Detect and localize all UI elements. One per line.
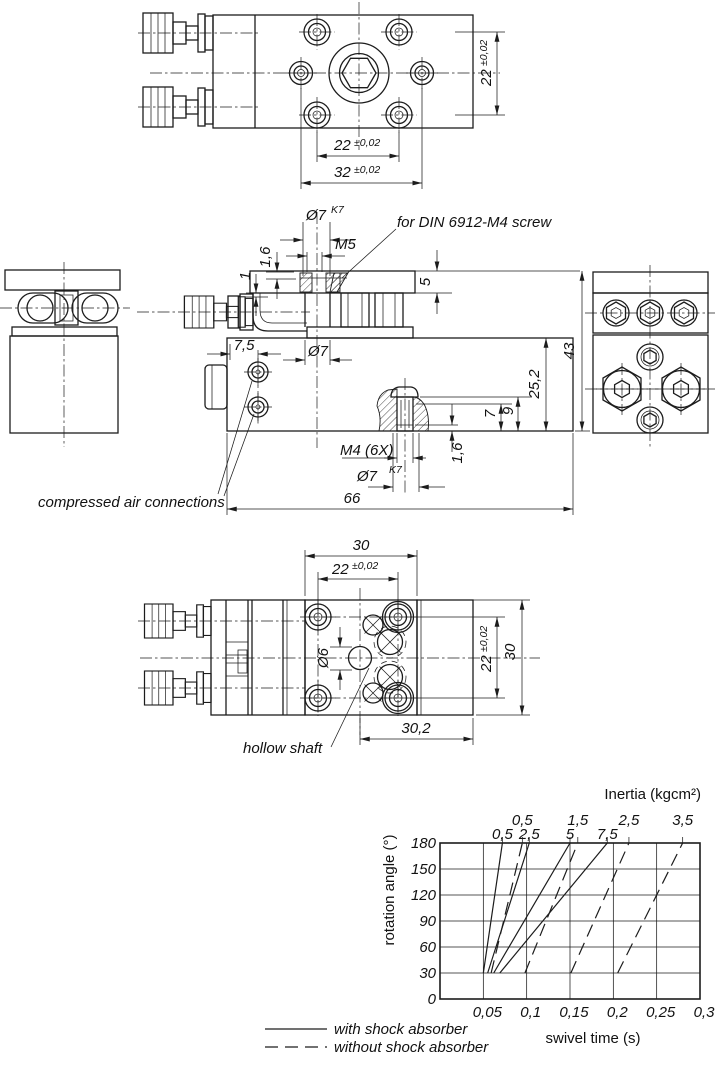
x-tick-label: 0,1 [520,1004,541,1021]
chart-frame [439,842,701,1000]
curve-solid-7,5 [499,842,608,974]
dim-text: 32 [334,164,351,181]
chart-x-tick-labels: 0,05 0,1 0,15 0,2 0,25 0,3 [473,1004,715,1021]
right-side-view [585,265,715,447]
dim-body: 25,2 [526,369,543,400]
bore-top-fit: K7 [331,204,345,216]
legend-dashed-label: without shock absorber [334,1039,489,1056]
hollow-shaft-label: hollow shaft [243,740,323,757]
thread-top-label: M5 [335,236,356,253]
screw-note: for DIN 6912-M4 screw [397,214,552,231]
top-view: 22 ±0,02 22 ±0,02 32 ±0,02 [138,2,505,189]
bore6-label: Ø6 [315,647,332,669]
chart-y-tick-labels: 0 30 60 90 120 150 180 [411,835,437,1008]
dim-port: 7,5 [234,337,256,354]
chart-series [482,842,684,974]
thread-section-hatch [376,388,398,432]
dim-csk: 1,6 [449,442,466,464]
curve-label: 1,5 [567,812,589,829]
dim-plate: 1,6 [257,246,274,268]
left-side-view [0,262,130,447]
curve-label: 2,5 [518,826,541,843]
dim-text: 22 [333,137,351,154]
swivel-time-chart: Inertia (kgcm²) rotation angle (°) swive… [381,786,715,1047]
dim-depth1: 7 [482,409,499,418]
dim-tol: ±0,02 [478,40,490,66]
y-tick-label: 30 [419,965,436,982]
bottom-view-dimensions: 30 22 ±0,02 22 ±0,02 30 30,2 [243,537,530,757]
chart-xlabel: swivel time (s) [545,1030,640,1047]
bottom-assembly-view: 30 22 ±0,02 22 ±0,02 30 30,2 [138,537,540,757]
curve-solid-5 [493,842,571,974]
curve-dashed-0,5 [490,842,523,974]
dim-pitch-right-tol: ±0,02 [478,626,490,652]
y-tick-label: 180 [411,835,437,852]
air-connections-label: compressed air connections [38,494,225,511]
dim-gap: 1 [237,272,254,280]
x-tick-label: 0,2 [607,1004,629,1021]
y-tick-label: 60 [419,939,436,956]
dim-height: 43 [561,342,578,359]
bore-shaft-label: Ø7 [307,343,329,360]
curve-label: 3,5 [672,812,694,829]
curve-dashed-1,5 [524,842,579,974]
dim-pitch-right: 22 [478,655,495,673]
chart-legend: with shock absorber without shock absorb… [265,1021,489,1056]
bore-bottom-fit: K7 [389,464,403,476]
curve-label: 5 [566,826,575,843]
hub-section-hatch [299,272,313,293]
curve-solid-2,5 [487,842,530,974]
dim-topview-overall: 32 ±0,02 [300,88,423,189]
front-view-dimensions: Ø7 K7 M5 for DIN 6912-M4 screw 1,6 1 5 4… [38,204,590,515]
curve-label: 0,5 [512,812,534,829]
curve-label: 7,5 [597,826,619,843]
dim-topview-right: 22 ±0,02 [455,31,505,116]
dim-text: 22 [478,69,495,87]
curve-dashed-3,5 [617,842,684,974]
chart-ylabel: rotation angle (°) [381,834,398,945]
dim-pitch-top: 22 [331,561,349,578]
dim-tol: ±0,02 [354,137,380,149]
thread-bottom-label: M4 (6X) [340,442,393,459]
chart-title: Inertia (kgcm²) [604,786,701,803]
curve-solid-0,5 [482,842,503,974]
legend-solid-label: with shock absorber [334,1021,468,1038]
dim-offset: 30,2 [401,720,431,737]
dim-flange: 5 [417,277,434,286]
curve-label: 0,5 [492,826,514,843]
x-tick-label: 0,3 [694,1004,716,1021]
bore-bottom-label: Ø7 [356,468,378,485]
dim-topview-pitch: 22 ±0,02 [316,130,400,162]
x-tick-label: 0,15 [559,1004,589,1021]
x-tick-label: 0,05 [473,1004,503,1021]
dim-pitch-top-tol: ±0,02 [352,560,378,572]
bore-top-label: Ø7 [305,207,327,224]
dim-tol: ±0,02 [354,164,380,176]
dim-width: 30 [353,537,370,554]
dim-depth2: 9 [500,406,517,415]
y-tick-label: 0 [428,991,437,1008]
curve-label: 2,5 [618,812,641,829]
dim-height-right: 30 [502,643,519,660]
y-tick-label: 120 [411,887,437,904]
curve-dashed-2,5 [570,842,630,974]
y-tick-label: 150 [411,861,437,878]
x-tick-label: 0,25 [646,1004,676,1021]
dim-length: 66 [344,490,361,507]
chart-grid [440,842,701,1000]
y-tick-label: 90 [419,913,436,930]
hollow-shaft-bore [347,645,373,671]
front-view [137,212,574,495]
